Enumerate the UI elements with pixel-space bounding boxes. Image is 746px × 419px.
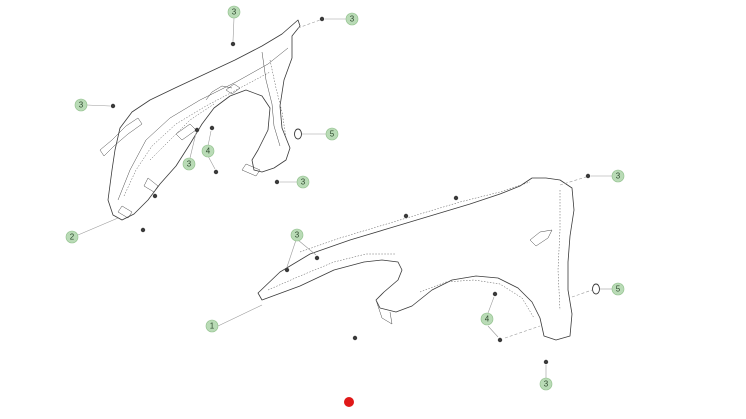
callout-bubble[interactable]: 5 bbox=[325, 127, 339, 141]
clip-fastener bbox=[352, 335, 358, 341]
clip-fastener bbox=[453, 195, 459, 201]
front-fender-drawing bbox=[257, 177, 575, 341]
leader-lines bbox=[77, 17, 612, 378]
callout-label: 3 bbox=[79, 101, 84, 110]
grommet bbox=[592, 283, 600, 295]
callout-label: 4 bbox=[485, 315, 490, 324]
callouts: 3 3 3 5 3 4 3 2 bbox=[65, 5, 625, 391]
callout-bubble[interactable]: 3 bbox=[182, 157, 196, 171]
clip-fastener bbox=[152, 193, 158, 199]
callout-bubble[interactable]: 2 bbox=[65, 230, 79, 244]
clip-fastener bbox=[543, 359, 549, 365]
callout-bubble[interactable]: 4 bbox=[201, 144, 215, 158]
callout-label: 3 bbox=[187, 160, 192, 169]
callout-label: 3 bbox=[350, 15, 355, 24]
page-indicator-dot[interactable] bbox=[344, 397, 354, 407]
callout-label: 3 bbox=[232, 8, 237, 17]
clip-fastener bbox=[403, 213, 409, 219]
callout-bubble[interactable]: 5 bbox=[611, 282, 625, 296]
clip-fastener bbox=[319, 16, 325, 22]
callout-bubble[interactable]: 3 bbox=[539, 377, 553, 391]
callout-label: 2 bbox=[70, 233, 75, 242]
clip-fastener bbox=[209, 125, 215, 131]
fasteners bbox=[110, 16, 600, 365]
clip-fastener bbox=[230, 41, 236, 47]
callout-label: 5 bbox=[616, 285, 621, 294]
callout-bubble[interactable]: 1 bbox=[205, 319, 219, 333]
callout-bubble[interactable]: 4 bbox=[480, 312, 494, 326]
clip-fastener bbox=[492, 291, 498, 297]
callout-label: 5 bbox=[330, 130, 335, 139]
callout-bubble[interactable]: 3 bbox=[290, 228, 304, 242]
callout-label: 1 bbox=[210, 322, 215, 331]
callout-bubble[interactable]: 3 bbox=[611, 169, 625, 183]
clip-fastener bbox=[284, 267, 290, 273]
callout-label: 3 bbox=[544, 380, 549, 389]
callout-bubble[interactable]: 3 bbox=[345, 12, 359, 26]
grommet bbox=[294, 128, 302, 140]
callout-label: 3 bbox=[301, 178, 306, 187]
callout-label: 3 bbox=[616, 172, 621, 181]
clip-fastener bbox=[110, 103, 116, 109]
callout-bubble[interactable]: 3 bbox=[296, 175, 310, 189]
clip-fastener bbox=[585, 173, 591, 179]
callout-bubble[interactable]: 3 bbox=[74, 98, 88, 112]
clip-fastener bbox=[140, 227, 146, 233]
fender-liner-drawing bbox=[99, 19, 301, 221]
clip-fastener bbox=[497, 337, 503, 343]
clip-fastener bbox=[194, 127, 200, 133]
callout-label: 4 bbox=[206, 147, 211, 156]
callout-bubble[interactable]: 3 bbox=[227, 5, 241, 19]
callout-label: 3 bbox=[295, 231, 300, 240]
clip-fastener bbox=[213, 169, 219, 175]
clip-fastener bbox=[274, 179, 280, 185]
clip-fastener bbox=[314, 255, 320, 261]
